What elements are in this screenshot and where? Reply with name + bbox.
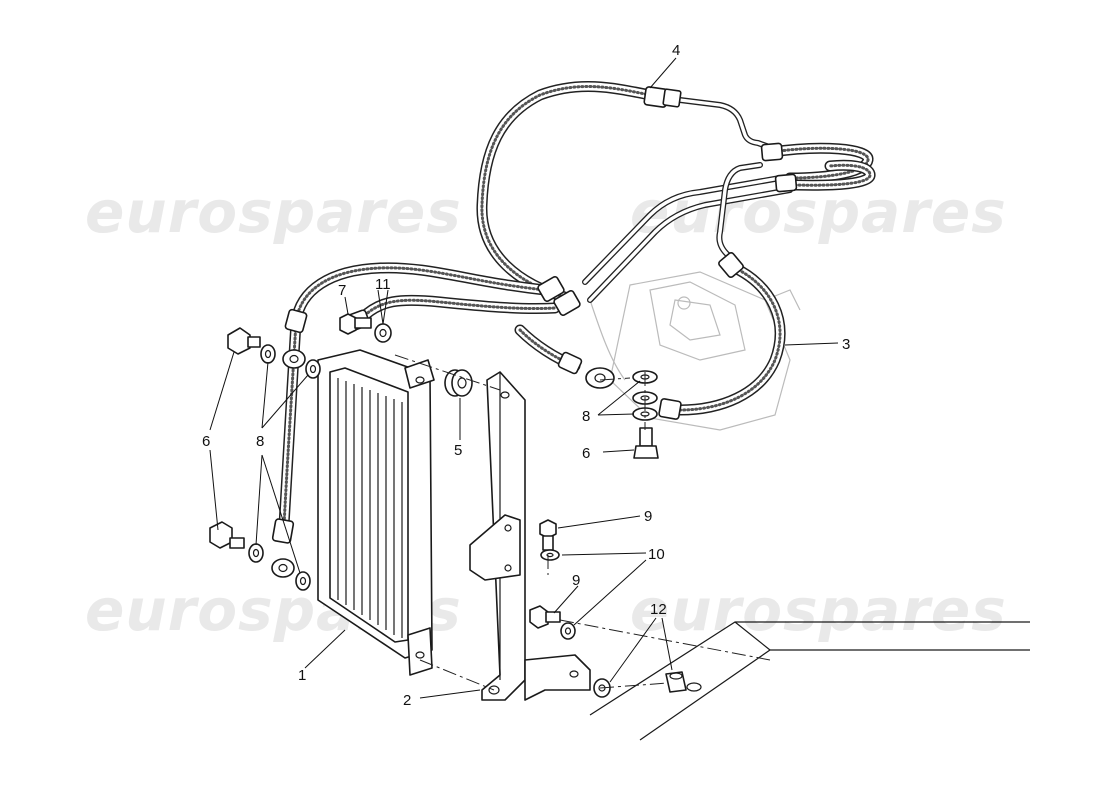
callout-labels: 1 2 3 4 5 6 6 7 8 8 9 9 10 11 12 (202, 42, 850, 709)
callout-5: 5 (454, 442, 462, 459)
fasteners (209, 313, 687, 698)
assembly-center-lines (394, 354, 771, 691)
watermarks: eurospares eurospares eurospares eurospa… (85, 178, 1007, 644)
rigid-pipes (582, 97, 793, 303)
callout-9-lower: 9 (572, 572, 580, 589)
base-plate (589, 621, 1030, 741)
callout-3: 3 (842, 336, 850, 353)
oil-hose-middle (356, 294, 561, 324)
callout-12: 12 (650, 601, 667, 618)
gearbox-housing (589, 271, 801, 431)
oil-hose-lower-left (278, 316, 302, 531)
callout-8-right: 8 (582, 408, 590, 425)
oil-hose-upper-loop (766, 142, 876, 191)
oil-hose-upper-left (290, 262, 551, 328)
callout-8-left: 8 (256, 433, 264, 450)
callout-10: 10 (648, 546, 665, 563)
mounting-bracket (469, 371, 591, 701)
oil-hose-3 (674, 262, 786, 416)
callout-1: 1 (298, 667, 306, 684)
watermark-bottom-right: eurospares (630, 576, 1007, 644)
rubber-mount (444, 369, 473, 397)
leader-lines (209, 57, 839, 699)
oil-hose-4 (476, 81, 656, 304)
callout-11: 11 (375, 276, 391, 293)
callout-7: 7 (338, 282, 346, 299)
callout-6-left: 6 (202, 433, 210, 450)
banjo-fittings (271, 349, 615, 578)
callout-6-right: 6 (582, 445, 590, 462)
callout-9-upper: 9 (644, 508, 652, 525)
callout-4: 4 (672, 42, 680, 59)
oil-cooler-radiator (317, 349, 435, 676)
watermark-top-left: eurospares (85, 178, 462, 246)
callout-2: 2 (403, 692, 411, 709)
